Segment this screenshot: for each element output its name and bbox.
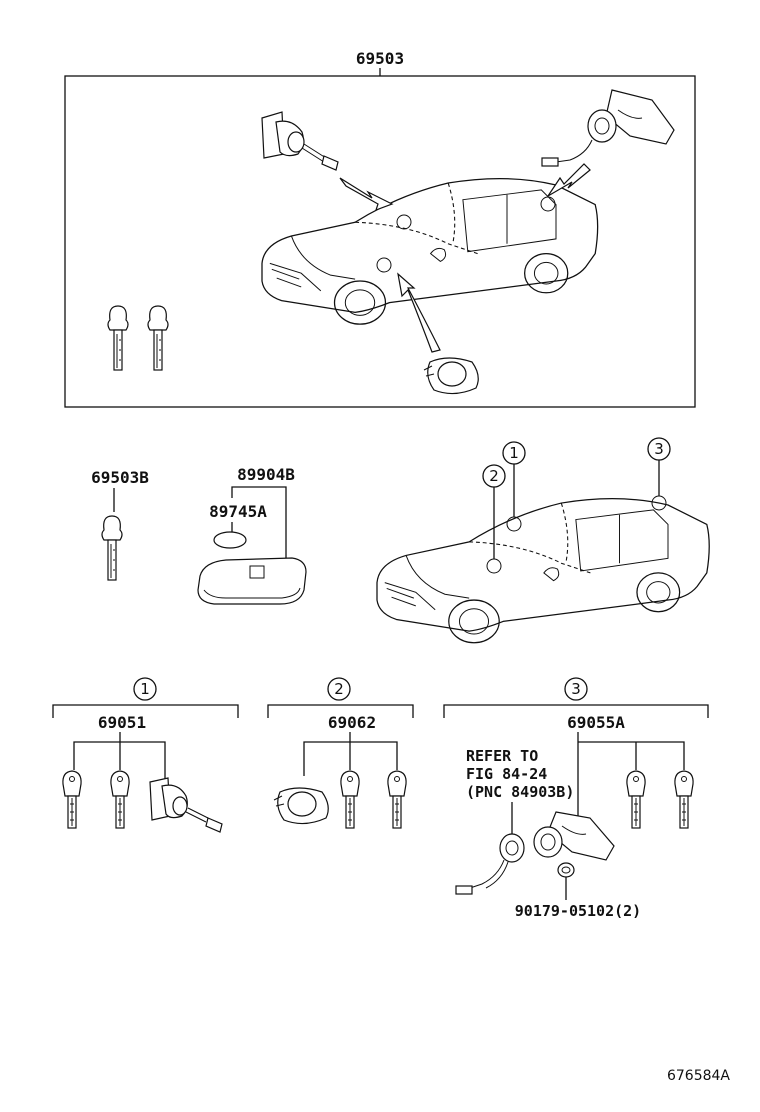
label-89904B: 89904B bbox=[237, 465, 295, 484]
figure-code: 676584A bbox=[667, 1068, 730, 1084]
emblem-icon bbox=[249, 565, 265, 579]
callout-number: 3 bbox=[654, 440, 664, 458]
label-69503B: 69503B bbox=[91, 468, 149, 487]
key-icon bbox=[107, 305, 129, 371]
callout-circle bbox=[502, 441, 526, 465]
kit-69503-group: 69503 bbox=[64, 49, 696, 408]
key-icon bbox=[110, 770, 130, 829]
screw-icon bbox=[557, 862, 575, 878]
location-marker bbox=[396, 214, 412, 230]
trunk-lock-icon bbox=[541, 89, 675, 167]
label-69055A: 69055A bbox=[567, 713, 625, 732]
key-icon bbox=[147, 305, 169, 371]
location-marker bbox=[376, 257, 392, 273]
location-marker bbox=[486, 558, 502, 574]
arrow-icon bbox=[547, 163, 591, 197]
callout-number: 1 bbox=[509, 444, 519, 462]
callout-number: 1 bbox=[140, 680, 150, 698]
callout-number: 2 bbox=[334, 680, 344, 698]
label-69503: 69503 bbox=[356, 49, 404, 68]
refer-note-line2: FIG 84-24 bbox=[466, 765, 547, 783]
car-location-group: 1 2 3 bbox=[376, 437, 710, 644]
label-69062: 69062 bbox=[328, 713, 376, 732]
callout-circle bbox=[647, 437, 671, 461]
refer-note-line3: (PNC 84903B) bbox=[466, 783, 574, 801]
label-69051: 69051 bbox=[98, 713, 146, 732]
callout-number: 3 bbox=[571, 680, 581, 698]
set-2-group: 2 69062 bbox=[267, 677, 414, 829]
key-icon bbox=[626, 770, 646, 829]
arrow-icon bbox=[397, 272, 441, 353]
key-icon bbox=[62, 770, 82, 829]
label-screw: 90179-05102(2) bbox=[515, 902, 641, 920]
refer-note-line1: REFER TO bbox=[466, 747, 538, 765]
callout-circle bbox=[133, 677, 157, 701]
set-3-group: 3 69055A REFER TO FIG 84-24 (PNC 84903B) bbox=[443, 677, 709, 920]
transmitter-group: 89904B 89745A bbox=[197, 465, 307, 605]
key-blank-group: 69503B bbox=[91, 468, 149, 581]
key-icon bbox=[674, 770, 694, 829]
battery-icon bbox=[213, 531, 247, 549]
set-1-group: 1 69051 bbox=[52, 677, 239, 833]
ignition-cylinder-icon bbox=[273, 787, 329, 825]
trunk-lock-icon bbox=[533, 811, 615, 861]
transmitter-icon bbox=[197, 557, 307, 605]
key-icon bbox=[101, 515, 123, 581]
callout-circle bbox=[564, 677, 588, 701]
car-illustration-top bbox=[261, 177, 599, 325]
label-89745A: 89745A bbox=[209, 502, 267, 521]
door-lock-cylinder-icon bbox=[261, 111, 339, 171]
key-icon bbox=[340, 770, 360, 829]
location-marker bbox=[540, 196, 556, 212]
ignition-cylinder-icon bbox=[423, 357, 479, 395]
door-lock-cylinder-icon bbox=[149, 777, 223, 833]
key-icon bbox=[387, 770, 407, 829]
callout-number: 2 bbox=[489, 467, 499, 485]
kit-box bbox=[64, 75, 696, 408]
callout-circle bbox=[327, 677, 351, 701]
car-illustration-mid bbox=[376, 498, 710, 644]
connector-harness-icon bbox=[455, 833, 525, 895]
arrow-icon bbox=[339, 177, 394, 212]
callout-circle bbox=[482, 464, 506, 488]
